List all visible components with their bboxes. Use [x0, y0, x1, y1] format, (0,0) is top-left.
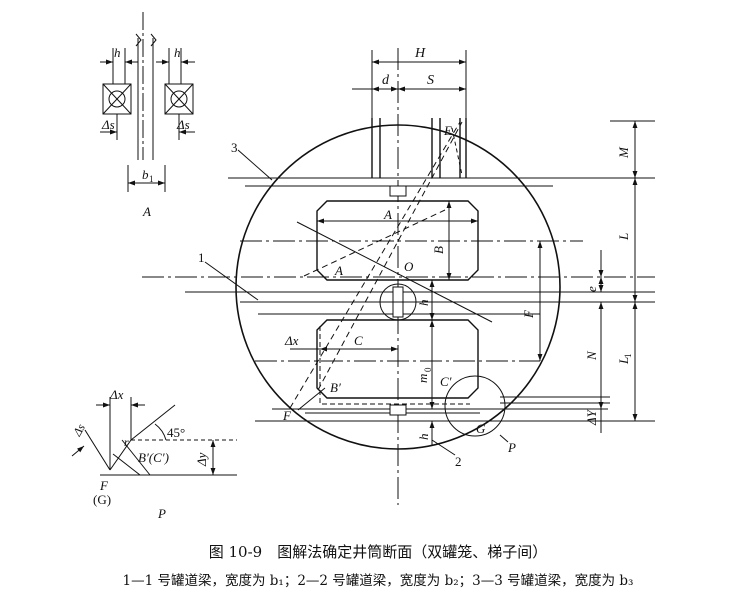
label-A-top: A: [383, 207, 392, 222]
label-H: H: [414, 46, 426, 61]
guide-block-bottom: [389, 404, 407, 416]
p-label-r: r: [124, 435, 129, 449]
label-F-bottom: F: [282, 408, 292, 423]
label-dx: Δx: [284, 333, 299, 348]
p-label-45: 45°: [167, 425, 185, 440]
label-3: 3: [231, 140, 238, 155]
label-1: 1: [198, 250, 205, 265]
clearance-circle-P: [444, 375, 506, 437]
leader-P: [499, 434, 509, 443]
p-label-G: (G): [93, 492, 111, 507]
label-d: d: [382, 73, 390, 88]
label-O: O: [404, 259, 414, 274]
label-B: B: [431, 246, 446, 254]
inset-label-ds-left: Δs: [101, 117, 115, 132]
guide-block-top: [389, 185, 407, 197]
label-G: G: [476, 421, 486, 436]
leader-F: [297, 387, 326, 411]
label-M: M: [616, 146, 631, 159]
label-L1-sub: 1: [623, 354, 633, 359]
p-label-dy: Δy: [194, 452, 209, 467]
shaft-section-diagram: H d S E M L e N L 1 ΔY A B A O F h h Δx …: [69, 12, 655, 521]
diagonal-F-dashed: [289, 121, 461, 409]
label-e: e: [584, 286, 599, 292]
figure-caption-legend: 1—1 号罐道梁，宽度为 b₁；2—2 号罐道梁，宽度为 b₂；3—3 号罐道梁…: [122, 573, 634, 589]
p-label-dx: Δx: [109, 387, 124, 402]
inset-A: [100, 12, 195, 192]
inset-label-b1-sub: 1: [149, 174, 154, 184]
diagonal-A-line: [296, 221, 493, 323]
label-C: C: [354, 333, 363, 348]
label-m0: m: [415, 374, 430, 383]
label-Cp: C′: [440, 374, 452, 389]
label-F-right: F: [521, 309, 536, 319]
inset-label-b1: b: [142, 167, 149, 182]
inset-label-A: A: [142, 204, 151, 219]
leader-3: [237, 149, 273, 181]
label-S: S: [427, 73, 434, 88]
inset-P: [71, 397, 237, 476]
label-m0-sub: 0: [423, 367, 433, 372]
p-label-F: F: [99, 478, 109, 493]
lower-cage-offset: [319, 326, 470, 405]
p-label-ds: Δs: [69, 421, 88, 439]
inset-label-h-right: h: [174, 45, 181, 60]
label-A-mid: A: [334, 263, 343, 278]
label-Bp: B′: [330, 380, 341, 395]
diagonal-E-dashed: [317, 121, 463, 391]
label-L: L: [616, 233, 631, 241]
diagram-labels: H d S E M L e N L 1 ΔY A B A O F h h Δx …: [69, 45, 633, 521]
label-P-right: P: [507, 440, 516, 455]
inset-label-ds-right: Δs: [176, 117, 190, 132]
label-h-bottom: h: [416, 434, 431, 441]
guide-circle-mid: [379, 283, 417, 321]
label-h-mid: h: [416, 300, 431, 307]
leader-2: [431, 439, 456, 456]
figure-caption-title: 图 10-9 图解法确定井筒断面（双罐笼、梯子间）: [208, 543, 548, 561]
label-L1: L: [616, 357, 631, 365]
label-DeltaY: ΔY: [584, 408, 599, 426]
diagonal-A-dashed: [303, 209, 446, 277]
label-2: 2: [455, 454, 462, 469]
inset-label-h-left: h: [114, 45, 121, 60]
leader-1: [204, 261, 259, 301]
label-N: N: [584, 350, 599, 361]
p-label-P: P: [157, 506, 166, 521]
leader-E: [451, 127, 463, 176]
p-label-BC: B′(C′): [138, 450, 169, 465]
upper-cage: [316, 200, 479, 281]
label-E: E: [443, 123, 452, 138]
